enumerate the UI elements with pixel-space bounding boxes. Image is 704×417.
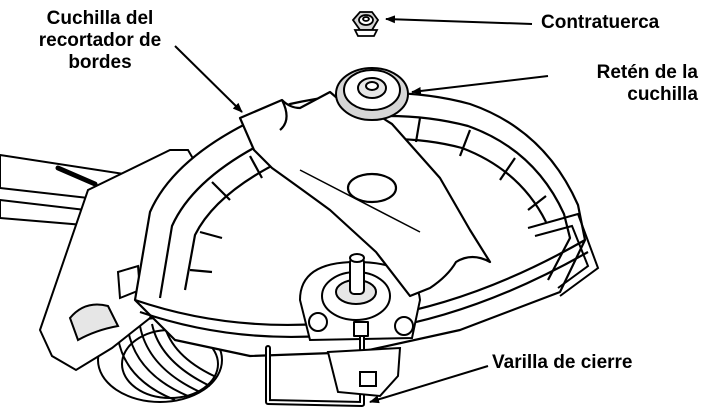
label-blade-retainer-line-2: cuchilla bbox=[556, 84, 698, 106]
label-edger-blade-line-2: recortador de bbox=[0, 30, 200, 52]
blade-retainer-washer bbox=[336, 68, 408, 120]
label-blade-retainer-line-1: Retén de la bbox=[556, 62, 698, 84]
gearbox bbox=[328, 348, 400, 396]
label-edger-blade-line-3: bordes bbox=[0, 52, 200, 74]
label-blade-retainer: Retén de la cuchilla bbox=[556, 62, 698, 106]
callout-line-locknut bbox=[386, 19, 532, 24]
callout-line-retainer bbox=[412, 76, 548, 92]
label-locknut: Contratuerca bbox=[541, 12, 659, 34]
label-edger-blade: Cuchilla del recortador de bordes bbox=[0, 8, 200, 74]
label-lock-rod: Varilla de cierre bbox=[492, 352, 633, 374]
label-edger-blade-line-1: Cuchilla del bbox=[0, 8, 200, 30]
locknut bbox=[353, 12, 378, 36]
